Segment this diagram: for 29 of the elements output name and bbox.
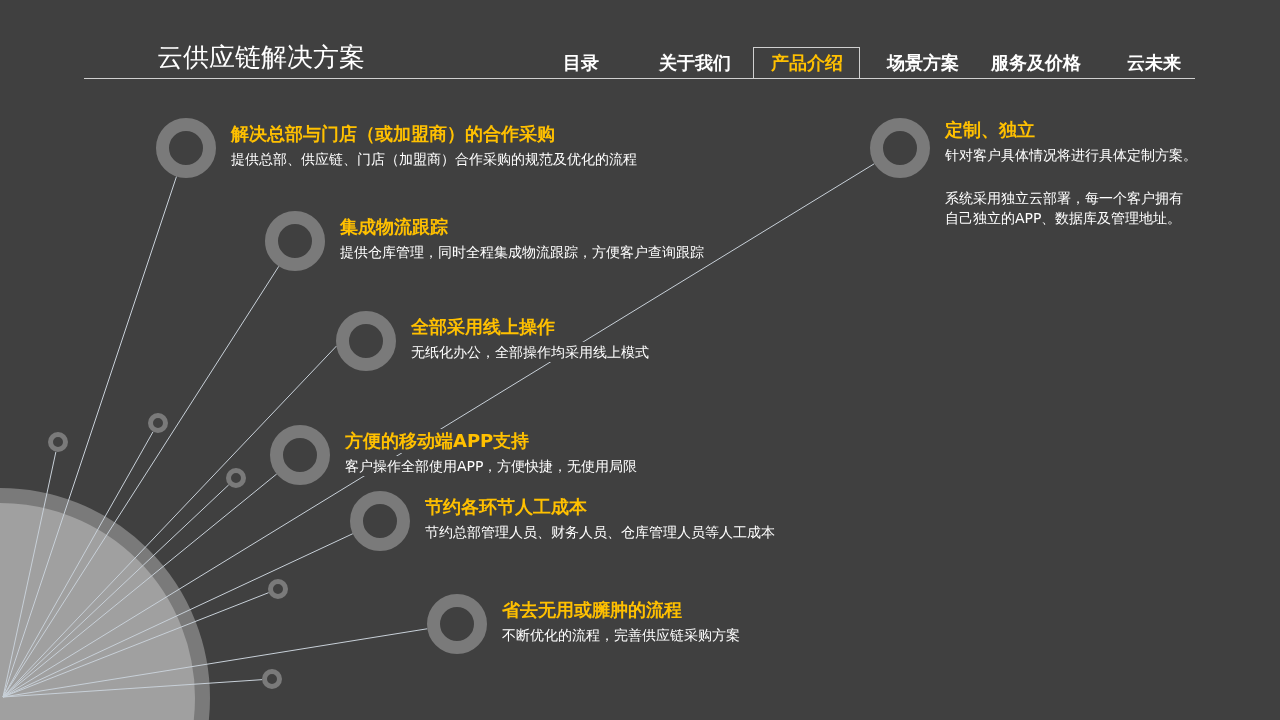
- page-title: 云供应链解决方案: [157, 41, 365, 74]
- ring-icon: [265, 211, 325, 271]
- ring-icon: [336, 311, 396, 371]
- connector-line: [2, 451, 57, 698]
- feature-description: 提供仓库管理，同时全程集成物流跟踪，方便客户查询跟踪: [340, 242, 704, 262]
- ring-icon: [350, 491, 410, 551]
- feature-heading: 省去无用或臃肿的流程: [502, 598, 682, 622]
- ring-icon: [262, 669, 282, 689]
- feature-heading: 集成物流跟踪: [340, 215, 448, 239]
- feature-description: 不断优化的流程，完善供应链采购方案: [502, 625, 740, 645]
- feature-description: 无纸化办公，全部操作均采用线上模式: [411, 342, 649, 362]
- feature-heading: 方便的移动端APP支持: [345, 429, 530, 453]
- ring-icon: [148, 413, 168, 433]
- feature-heading: 节约各环节人工成本: [425, 495, 587, 519]
- feature-heading: 解决总部与门店（或加盟商）的合作采购: [231, 122, 555, 146]
- ring-icon: [156, 118, 216, 178]
- ring-icon: [268, 579, 288, 599]
- nav-tab: 产品介绍: [753, 47, 860, 78]
- ring-icon: [226, 468, 246, 488]
- feature-description: 节约总部管理人员、财务人员、仓库管理人员等人工成本: [425, 522, 775, 542]
- feature-heading: 定制、独立: [945, 118, 1035, 142]
- feature-heading: 全部采用线上操作: [411, 315, 555, 339]
- ring-icon: [270, 425, 330, 485]
- ring-icon: [48, 432, 68, 452]
- connector-line: [2, 679, 263, 698]
- feature-description: 客户操作全部使用APP，方便快捷，无使用局限: [345, 456, 638, 476]
- ring-icon: [427, 594, 487, 654]
- ring-icon: [870, 118, 930, 178]
- feature-description: 提供总部、供应链、门店（加盟商）合作采购的规范及优化的流程: [231, 149, 637, 169]
